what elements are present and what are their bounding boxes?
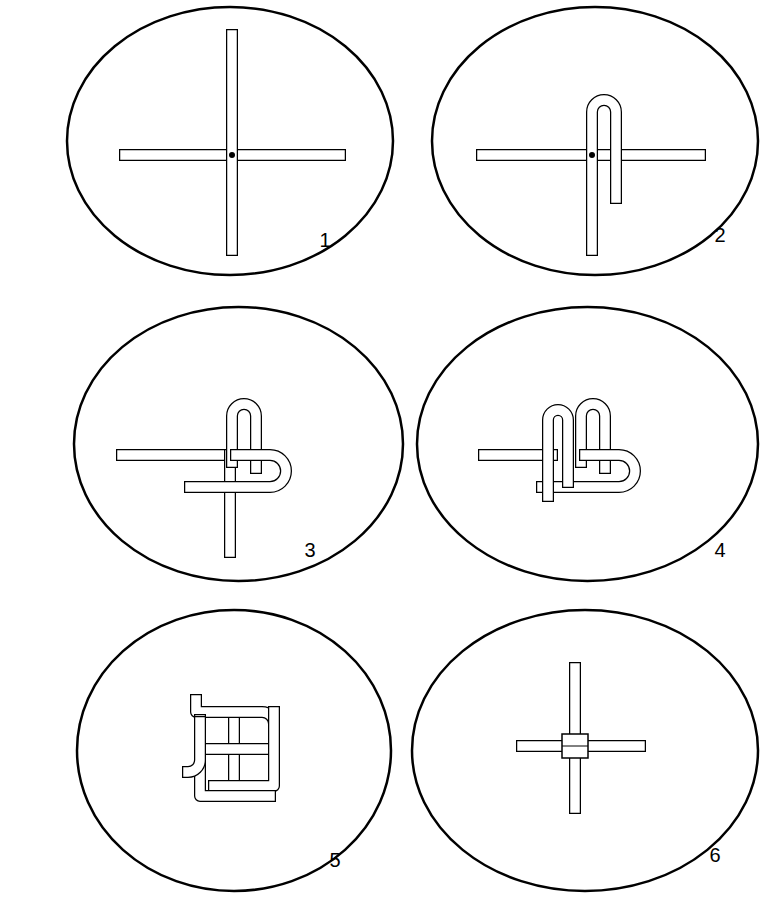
step-circle: 6: [410, 608, 760, 893]
circle-outline: [72, 305, 405, 583]
step-circle: 2: [430, 5, 760, 277]
circle-outline: [415, 305, 760, 583]
step-circle: 3: [72, 305, 405, 583]
circle-outline: [430, 5, 760, 277]
step-number: 3: [304, 540, 315, 560]
step-circle: 4: [415, 305, 760, 583]
strip: [122, 35, 700, 808]
step-number: 1: [319, 230, 330, 250]
step-circle: 5: [75, 608, 393, 893]
circle-outline: [65, 5, 395, 277]
circle-outline: [410, 608, 760, 893]
step-number: 2: [714, 225, 725, 245]
step-circle: 1: [65, 5, 395, 277]
step-number: 4: [714, 540, 725, 560]
step-number: 5: [329, 850, 340, 870]
circle-outline: [75, 608, 393, 893]
step-number: 6: [709, 845, 720, 865]
